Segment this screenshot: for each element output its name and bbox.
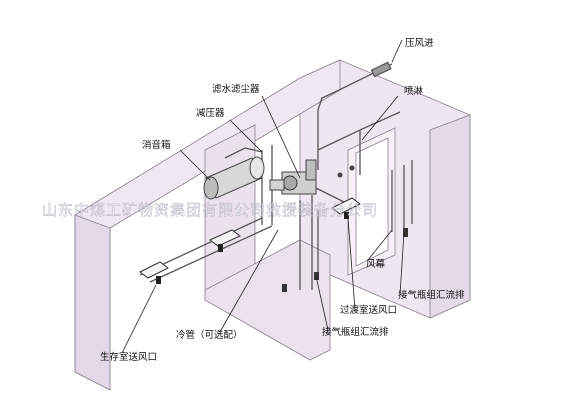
label-air-curtain: 风幕 [366,258,386,270]
right-pillar [429,114,471,319]
labels: 压风进 滤水滤尘器 减压器 喷淋 消音箱 风幕 接气瓶组汇流排 过渡室送风口 接… [100,38,465,363]
label-water-filter: 滤水滤尘器 [212,83,260,95]
label-compressed-air: 压风进 [405,38,434,49]
label-transition-vent: 过渡室送风口 [340,304,397,316]
spray-pipe [317,111,401,175]
label-gas-manifold-bottom: 接气瓶组汇流排 [322,326,389,338]
compressed-air-pipe [317,63,393,170]
filter-reducer-assembly [269,159,317,195]
left-wall-front [74,214,111,391]
label-pressure-reducer: 减压器 [196,107,225,119]
company-watermark: 山东中煤工矿物资集团有限公司救援装备分公司 [42,201,378,219]
leader-lines [121,39,405,354]
muffler-box [203,156,265,200]
label-spray: 喷淋 [404,85,424,97]
door-opening [355,137,389,267]
label-cooling-pipe: 冷管（可选配） [176,329,243,341]
label-survival-vent: 生存室送风口 [100,351,157,363]
drop-pipe-center [299,195,313,290]
transition-chamber-vent [331,197,361,219]
equipment [139,156,408,292]
piping [139,61,413,290]
survival-chamber-vent [139,261,169,284]
manifold-valves [282,228,408,292]
middle-vent [209,229,241,252]
muffler-top-pipe [224,147,263,159]
transition-vent-pipe [309,184,351,206]
wall-structure [74,59,471,391]
label-gas-manifold-right: 接气瓶组汇流排 [398,289,465,301]
air-curtain-pipes [391,160,413,232]
inlet-fitting [370,61,392,78]
label-muffler: 消音箱 [142,139,171,151]
